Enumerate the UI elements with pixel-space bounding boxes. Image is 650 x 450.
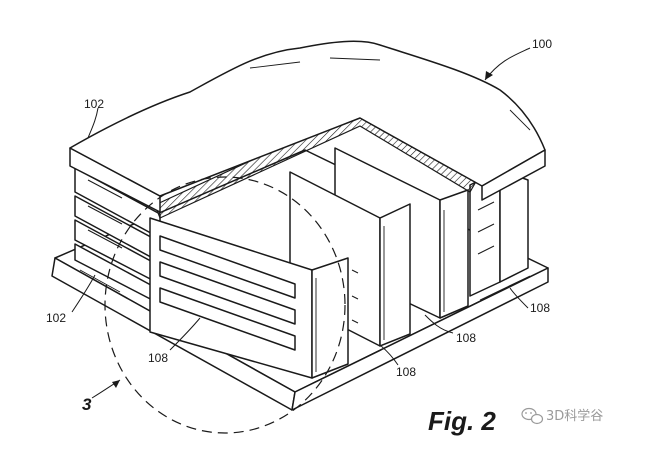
- watermark: 3D科学谷: [521, 407, 603, 425]
- label-top-plate-102: 102: [84, 97, 104, 111]
- figure-title: Fig. 2: [428, 406, 496, 436]
- watermark-text: 3D科学谷: [546, 408, 603, 424]
- label-fin-108-right: 108: [530, 301, 550, 315]
- leader-lines: [71, 47, 531, 366]
- label-bottom-plate-102: 102: [46, 311, 66, 325]
- detail-circle: [91, 176, 346, 434]
- label-fin-108-left: 108: [148, 351, 168, 365]
- label-fin-108-mid: 108: [456, 331, 476, 345]
- label-assembly-100: 100: [532, 37, 552, 51]
- wechat-icon: [521, 407, 544, 425]
- top-plate: [69, 40, 546, 213]
- detail-callout-3: 3: [82, 395, 92, 414]
- fin-front: [149, 217, 349, 379]
- label-fin-108-center: 108: [396, 365, 416, 379]
